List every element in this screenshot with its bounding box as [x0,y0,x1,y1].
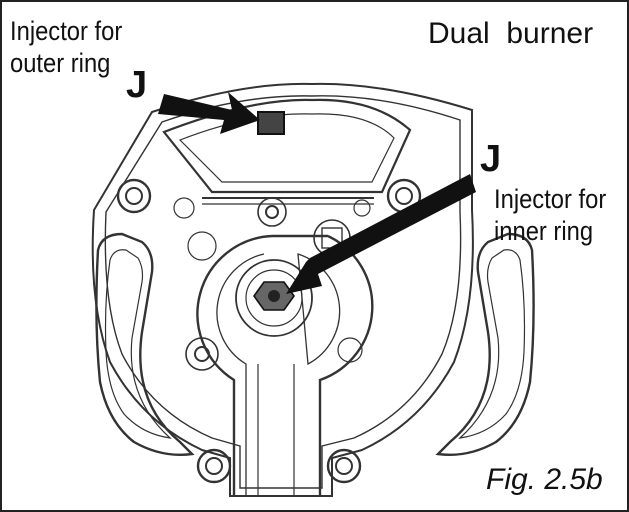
inner-label-line-1: Injector for [494,184,607,214]
figure-caption: Fig. 2.5b [486,463,603,496]
outer-injector [257,111,285,135]
outer-label-line-1: Injector for [10,16,123,46]
outer-injector-marker: J [126,64,148,106]
burner-body-outline [91,82,474,497]
left-side-slot [95,232,195,456]
outer-label-line-2: outer ring [10,47,111,78]
burner-body-inner-outline [104,95,462,489]
inner-label-line-2: inner ring [494,215,594,246]
figure-title: Dual burner [428,17,594,50]
arrow-inner-injector [286,174,476,294]
outer-injector-label: Injector for outer ring [10,16,122,80]
inner-injector-label: Injector for inner ring [494,184,606,248]
arrow-outer-injector [158,92,260,134]
inner-injector-marker: J [480,138,502,180]
right-side-slot [435,232,535,456]
